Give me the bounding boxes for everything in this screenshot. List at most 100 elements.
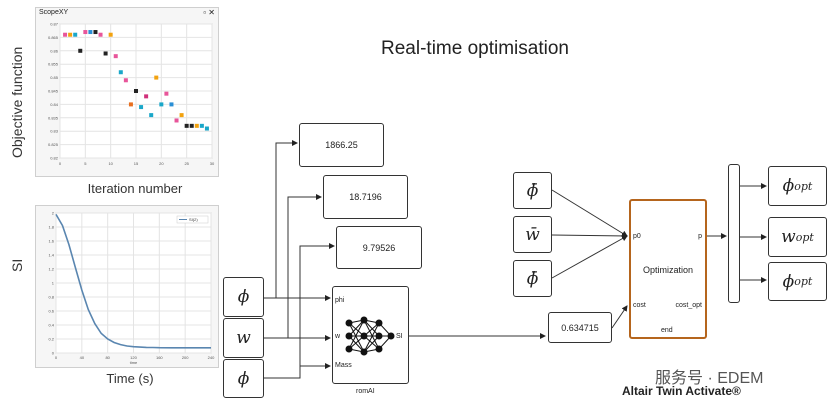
output-w-opt-sub: opt bbox=[795, 230, 814, 244]
y-tick-label: 0.835 bbox=[48, 115, 59, 120]
display-value-3: 9.79526 bbox=[336, 226, 422, 269]
y-tick-label: 0.8 bbox=[48, 295, 54, 300]
input-w-block[interactable]: w bbox=[223, 318, 264, 358]
opt-port-end: end bbox=[661, 327, 673, 334]
output-phi-opt-2-sub: opt bbox=[794, 275, 813, 288]
input-phi-block-2[interactable]: ϕ bbox=[223, 359, 264, 398]
y-tick-label: 0.83 bbox=[50, 129, 59, 134]
output-phi-opt-symbol: ϕ bbox=[782, 176, 795, 196]
x-tick-label: 10 bbox=[108, 161, 113, 166]
brand-label: Altair Twin Activate® bbox=[622, 384, 741, 398]
y-tick-label: 0.825 bbox=[48, 142, 59, 147]
x-tick-label: 240 bbox=[208, 355, 215, 360]
data-point bbox=[128, 102, 133, 107]
y-tick-label: 0.865 bbox=[48, 35, 59, 40]
y-tick-label: 1.8 bbox=[48, 225, 54, 230]
x-tick-label: 200 bbox=[182, 355, 189, 360]
y-tick-label: 2 bbox=[52, 211, 55, 216]
demux-block[interactable] bbox=[728, 164, 740, 303]
optimization-block[interactable]: p0 p Optimization cost cost_opt end bbox=[629, 199, 707, 339]
data-point bbox=[93, 30, 98, 35]
x-tick-label: 120 bbox=[130, 355, 137, 360]
watermark: 服务号 · EDEM bbox=[655, 370, 764, 387]
romai-block[interactable]: phi w Mass SI bbox=[332, 286, 409, 384]
x-tick-label: 25 bbox=[184, 161, 189, 166]
opt-port-p0: p0 bbox=[633, 233, 641, 240]
data-point bbox=[159, 102, 164, 107]
page-title: Real-time optimisation bbox=[381, 38, 569, 59]
data-point bbox=[204, 126, 209, 131]
y-tick-label: 1.4 bbox=[48, 253, 54, 258]
data-point bbox=[108, 32, 113, 37]
data-point bbox=[174, 118, 179, 123]
data-point bbox=[164, 91, 169, 96]
y-tick-label: 0.2 bbox=[48, 337, 54, 342]
legend: SI(2) bbox=[176, 215, 209, 224]
window-controls-icon[interactable]: ▫ ✕ bbox=[203, 8, 215, 17]
data-point bbox=[103, 51, 108, 56]
opt-input-phi-bar-2[interactable]: ϕ̄ bbox=[513, 260, 552, 297]
data-point bbox=[83, 30, 88, 35]
y-tick-label: 0.4 bbox=[48, 323, 54, 328]
romai-port-w: w bbox=[335, 333, 341, 340]
legend-box bbox=[176, 215, 209, 224]
y-tick-label: 1.6 bbox=[48, 239, 54, 244]
time-axis-label: Time (s) bbox=[106, 371, 154, 386]
data-point bbox=[144, 94, 149, 99]
output-phi-opt-2-symbol: ϕ bbox=[782, 271, 795, 292]
data-point bbox=[149, 113, 154, 118]
y-tick-label: 0.86 bbox=[50, 48, 59, 53]
y-tick-label: 1.2 bbox=[48, 267, 54, 272]
x-tick-label: 15 bbox=[134, 161, 139, 166]
inner-x-label: time bbox=[130, 360, 138, 365]
x-tick-label: 160 bbox=[156, 355, 163, 360]
y-tick-label: 0.84 bbox=[50, 102, 59, 107]
data-point bbox=[199, 123, 204, 128]
romai-port-si: SI bbox=[396, 333, 403, 340]
optimization-label: Optimization bbox=[642, 265, 694, 275]
y-tick-label: 0.855 bbox=[48, 62, 59, 67]
data-point bbox=[73, 32, 78, 37]
data-point bbox=[134, 89, 138, 93]
y-tick-label: 0.85 bbox=[50, 75, 59, 80]
display-value-2: 18.7196 bbox=[323, 175, 408, 219]
y-tick-label: 0.6 bbox=[48, 309, 54, 314]
y-tick-label: 0.87 bbox=[50, 22, 59, 27]
output-phi-opt-sub: opt bbox=[794, 179, 813, 193]
data-point bbox=[88, 30, 93, 35]
y-tick-label: 0.845 bbox=[48, 89, 59, 94]
romai-port-mass: Mass bbox=[335, 362, 352, 369]
y-tick-label: 1 bbox=[52, 281, 55, 286]
si-value-display: 0.634715 bbox=[548, 312, 612, 343]
x-tick-label: 0 bbox=[59, 161, 62, 166]
scope-window-title: ScopeXY bbox=[39, 9, 69, 16]
x-tick-label: 40 bbox=[80, 355, 85, 360]
data-point bbox=[184, 123, 189, 128]
data-point bbox=[78, 48, 83, 53]
opt-input-w-bar[interactable]: w̄ bbox=[513, 216, 552, 253]
data-point bbox=[63, 32, 68, 37]
opt-input-phi-bar[interactable]: ϕ̄ bbox=[513, 172, 552, 209]
data-point bbox=[123, 78, 128, 83]
series-line bbox=[55, 213, 211, 349]
romai-port-phi: phi bbox=[335, 297, 345, 304]
data-point bbox=[139, 105, 144, 110]
data-point bbox=[189, 123, 194, 128]
data-point bbox=[113, 54, 118, 59]
opt-port-p: p bbox=[698, 233, 702, 240]
data-point bbox=[154, 75, 159, 80]
x-tick-label: 0 bbox=[55, 355, 58, 360]
data-point bbox=[98, 32, 103, 37]
x-tick-label: 20 bbox=[159, 161, 164, 166]
opt-port-cost: cost bbox=[633, 302, 646, 309]
opt-port-cost-opt: cost_opt bbox=[675, 302, 702, 309]
data-point bbox=[68, 32, 73, 37]
input-phi-block[interactable]: ϕ bbox=[223, 277, 264, 317]
x-tick-label: 30 bbox=[210, 161, 215, 166]
